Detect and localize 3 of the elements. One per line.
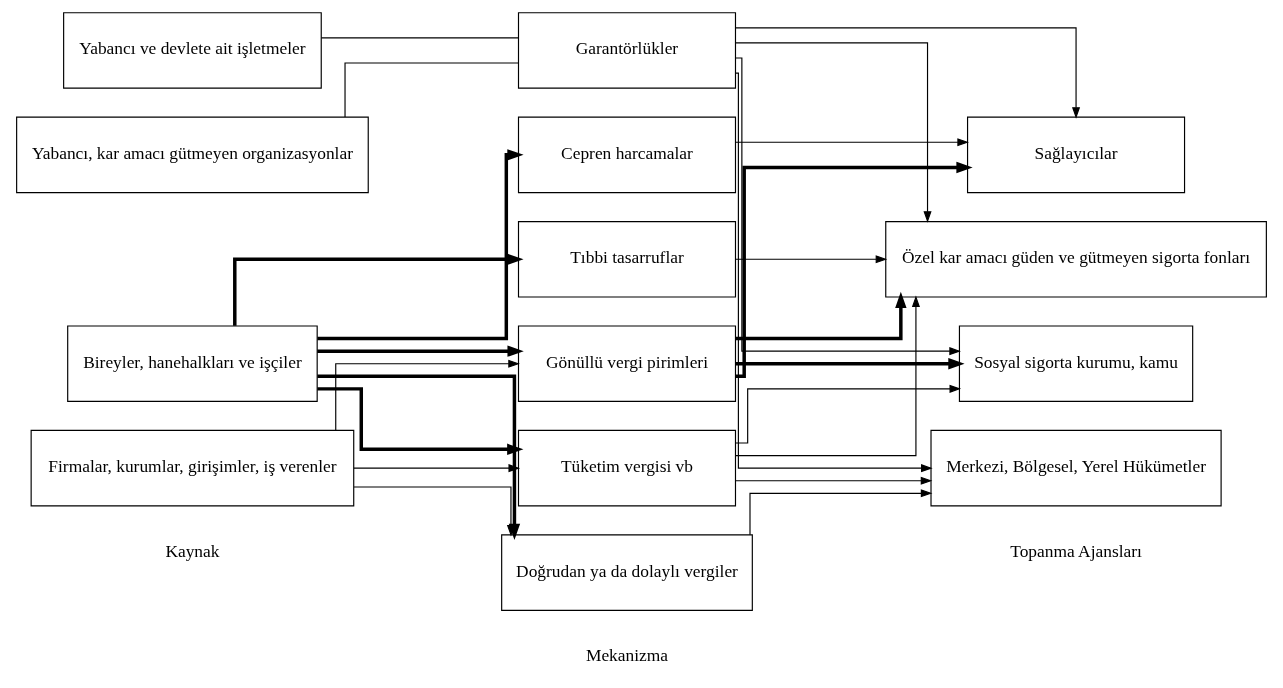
label: Kaynak [165,540,220,561]
label: Mekanizma [585,645,669,666]
label: Topanma Ajansları [1010,540,1142,561]
